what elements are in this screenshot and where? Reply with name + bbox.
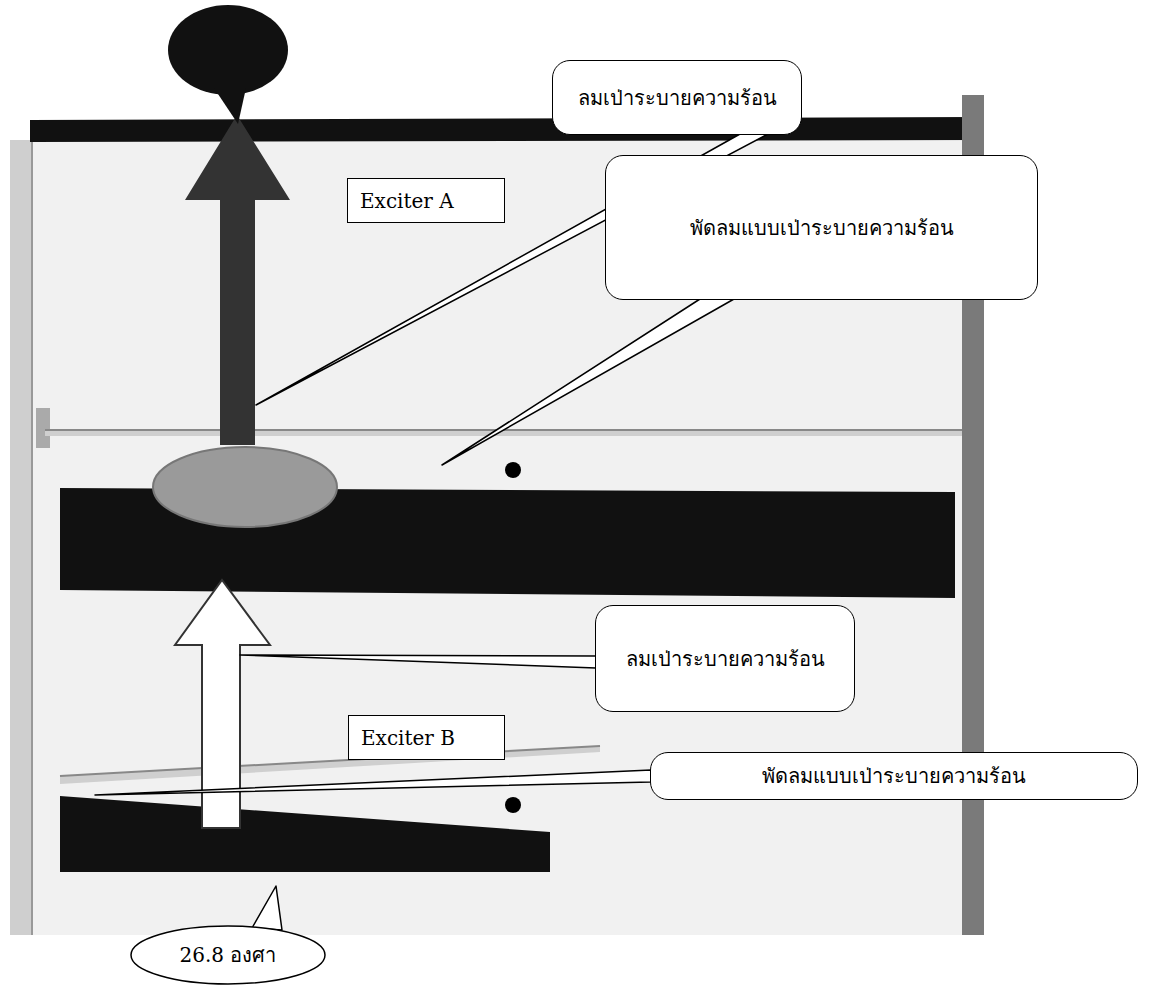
unit-label: Exciter A xyxy=(347,178,505,223)
callout-tail xyxy=(252,886,282,930)
callout-box: ลมเป่าระบายความร้อน xyxy=(552,60,802,135)
callout-box: ลมเป่าระบายความร้อน xyxy=(595,605,855,712)
callout-text: ลมเป่าระบายความร้อน xyxy=(578,86,777,110)
frame-edge xyxy=(31,140,33,935)
indicator-dot xyxy=(505,797,521,813)
callout-text: พัดลมแบบเป่าระบายความร้อน xyxy=(690,216,954,240)
callout-box: พัดลมแบบเป่าระบายความร้อน xyxy=(650,752,1138,800)
top-bar xyxy=(30,117,975,142)
temperature-callout: 26.8 องศา xyxy=(130,925,326,985)
cabinet-frame xyxy=(10,140,32,935)
callout-text: พัดลมแบบเป่าระบายความร้อน xyxy=(762,764,1026,788)
ellipse-outline xyxy=(131,926,325,984)
callout-tail xyxy=(214,88,246,124)
exciter-b-unit xyxy=(60,796,550,872)
callout-text: Exciter A xyxy=(360,189,454,213)
leader-line xyxy=(240,655,596,668)
shelf-line xyxy=(60,746,600,776)
callout-text: 26.8 องศา xyxy=(180,943,277,967)
temperature-badge xyxy=(153,447,337,527)
indicator-dot xyxy=(505,462,521,478)
callout-text: ลมเป่าระบายความร้อน xyxy=(626,647,825,671)
door-hinge xyxy=(36,408,50,448)
leader-line xyxy=(442,299,734,465)
callout-text: Exciter B xyxy=(361,726,455,750)
callout-box: พัดลมแบบเป่าระบายความร้อน xyxy=(605,155,1038,300)
leader-line xyxy=(95,770,651,795)
unit-label: Exciter B xyxy=(348,715,505,760)
callout-balloon xyxy=(168,5,288,95)
